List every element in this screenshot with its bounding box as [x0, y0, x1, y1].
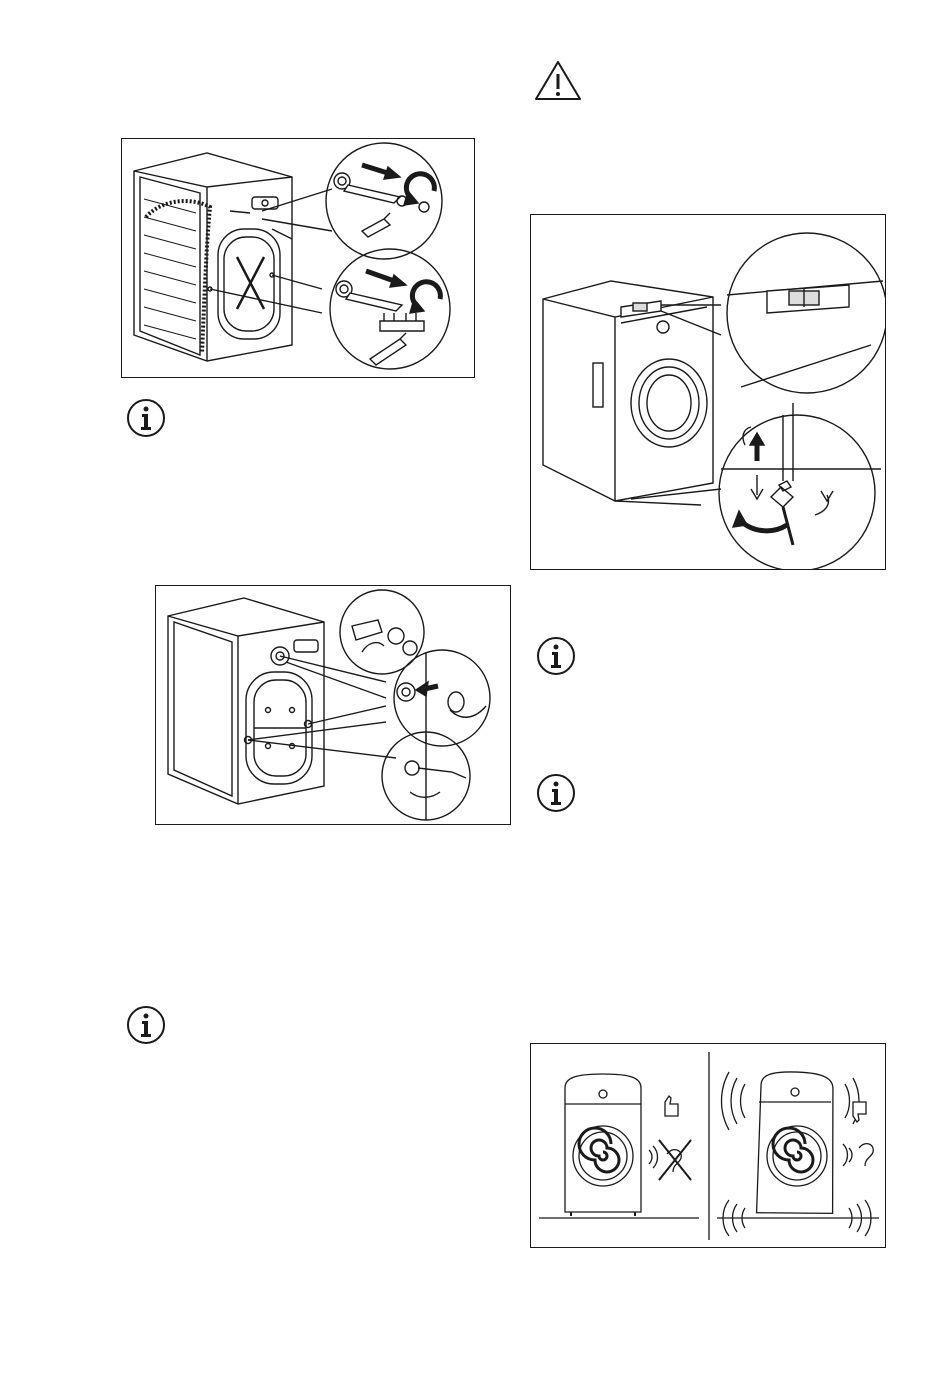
info-icon	[536, 773, 576, 813]
info-icon	[126, 1005, 166, 1045]
figure-level-vs-unlevel	[530, 1043, 886, 1248]
level-machine	[539, 1074, 699, 1218]
figure-insert-plastic-caps	[155, 585, 511, 825]
info-icon	[536, 636, 576, 676]
unlevel-machine	[717, 1071, 879, 1236]
figure-level-adjustment	[530, 214, 886, 570]
figure-remove-transit-bolts	[121, 138, 475, 378]
info-icon	[126, 398, 166, 438]
warning-triangle-icon	[533, 59, 583, 103]
